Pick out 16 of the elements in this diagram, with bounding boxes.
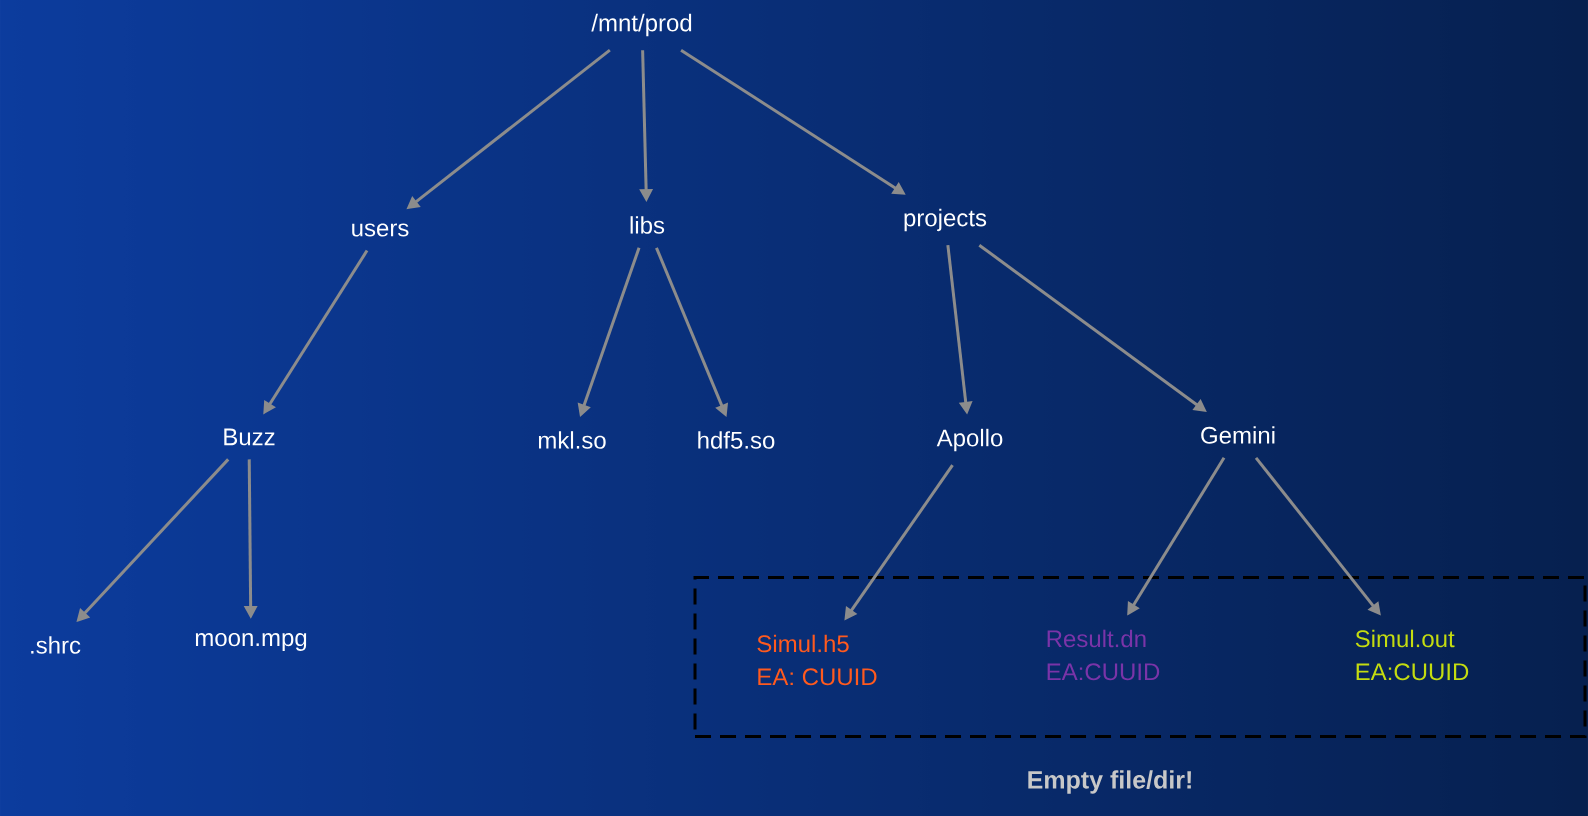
file-label: Result.dn EA:CUUID	[1047, 629, 1160, 681]
file-label: Simul.out EA:CUUID	[1355, 629, 1469, 681]
folder-label: mkl.so	[538, 431, 606, 449]
folder-label: Gemini	[1201, 426, 1275, 444]
folder-label: projects	[904, 208, 987, 232]
folder-label: /mnt/prod	[591, 13, 692, 37]
dashed-box	[693, 576, 1587, 738]
folder-label: Apollo	[936, 428, 1003, 452]
folder-label: hdf5.so	[698, 431, 775, 449]
file-label: Simul.h5 EA: CUUID	[757, 634, 877, 686]
note-text: Empty file/dir!	[1028, 770, 1191, 794]
folder-label: moon.mpg	[195, 633, 307, 651]
folder-label: Buzz	[224, 428, 275, 446]
folder-label: users	[352, 223, 409, 237]
folder-label: libs	[630, 216, 665, 234]
folder-label: .shrc	[31, 636, 81, 654]
